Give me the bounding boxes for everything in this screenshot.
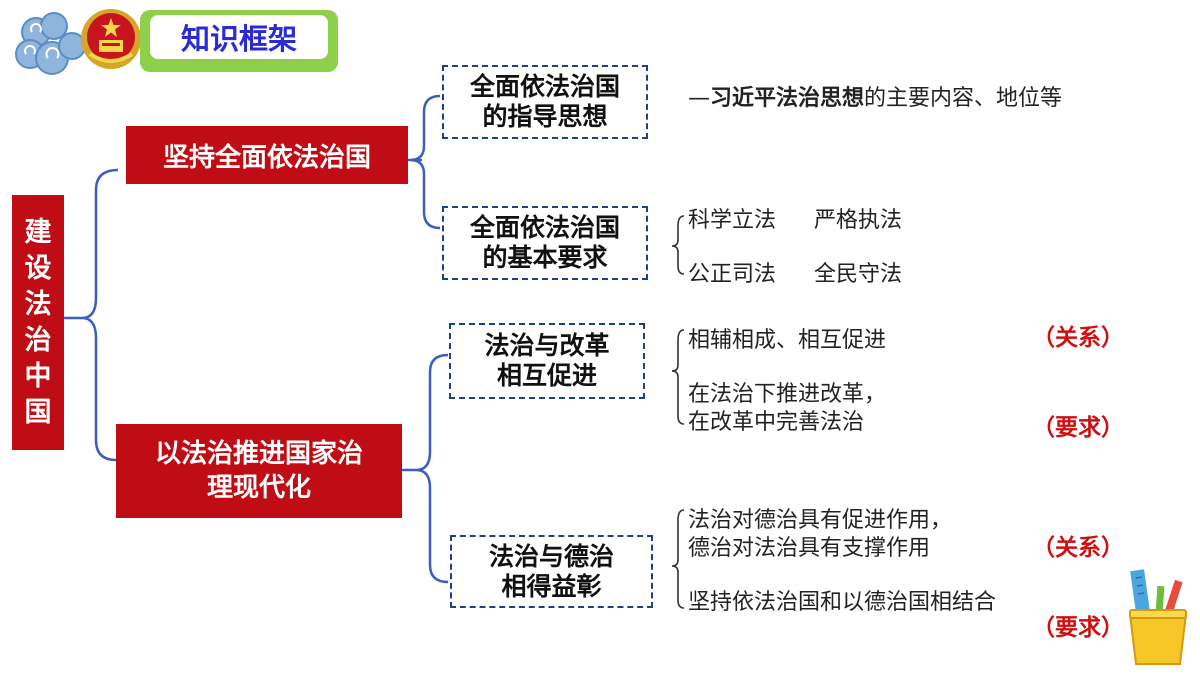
requirement-item: 全民守法 xyxy=(814,262,903,287)
morality-relation-line1: 法治对德治具有促进作用， xyxy=(688,508,953,533)
node-line1: 全面依法治国 xyxy=(469,72,620,101)
node-line2: 的基本要求 xyxy=(482,243,608,272)
node-law-and-morality: 法治与德治 相得益彰 xyxy=(450,535,653,608)
requirement-item: 公正司法 xyxy=(688,262,777,287)
branch-rule-of-law: 坚持全面依法治国 xyxy=(126,126,408,184)
pencil-cup-icon xyxy=(1128,569,1188,665)
relation-tag: （关系） xyxy=(1032,325,1124,351)
morality-requirement: 坚持依法治国和以德治国相结合 xyxy=(688,590,997,615)
node-line1: 法治与德治 xyxy=(488,541,614,571)
reform-requirement-line2: 在改革中完善法治 xyxy=(688,410,865,435)
branch-modernization: 以法治推进国家治 理现代化 xyxy=(116,424,402,518)
branch-modernization-line1: 以法治推进国家治 xyxy=(154,439,363,469)
root-char: 治 xyxy=(24,324,52,356)
guiding-detail: —习近平法治思想的主要内容、地位等 xyxy=(688,80,1062,112)
cloud-icon xyxy=(15,12,86,75)
relation-tag: （关系） xyxy=(1032,535,1124,561)
root-char: 法 xyxy=(24,288,52,320)
guiding-bold: 习近平法治思想 xyxy=(710,86,865,111)
page-title: 知识框架 xyxy=(150,15,328,59)
node-law-and-reform: 法治与改革 相互促进 xyxy=(449,323,645,399)
node-line1: 法治与改革 xyxy=(484,331,610,360)
national-emblem-icon xyxy=(81,9,141,69)
branch-modernization-line2: 理现代化 xyxy=(206,473,311,503)
requirement-tag: （要求） xyxy=(1032,415,1124,441)
morality-relation-line2: 德治对法治具有支撑作用 xyxy=(688,536,931,561)
root-char: 中 xyxy=(24,360,52,392)
guiding-rest: 的主要内容、地位等 xyxy=(864,86,1063,111)
requirement-item: 严格执法 xyxy=(814,208,903,233)
root-char: 国 xyxy=(24,396,52,428)
node-line1: 全面依法治国 xyxy=(469,213,620,242)
guiding-dash: — xyxy=(688,86,710,111)
node-guiding-thought: 全面依法治国 的指导思想 xyxy=(442,65,648,139)
root-node: 建 设 法 治 中 国 xyxy=(12,195,64,450)
node-line2: 相互促进 xyxy=(496,361,597,390)
node-basic-requirements: 全面依法治国 的基本要求 xyxy=(442,206,648,280)
reform-requirement-line1: 在法治下推进改革， xyxy=(688,382,887,407)
requirement-tag: （要求） xyxy=(1032,615,1124,641)
root-char: 设 xyxy=(24,252,52,284)
root-char: 建 xyxy=(24,216,52,248)
node-line2: 的指导思想 xyxy=(482,102,608,131)
node-line2: 相得益彰 xyxy=(501,571,602,601)
reform-relation: 相辅相成、相互促进 xyxy=(688,328,887,353)
requirement-item: 科学立法 xyxy=(688,208,777,233)
